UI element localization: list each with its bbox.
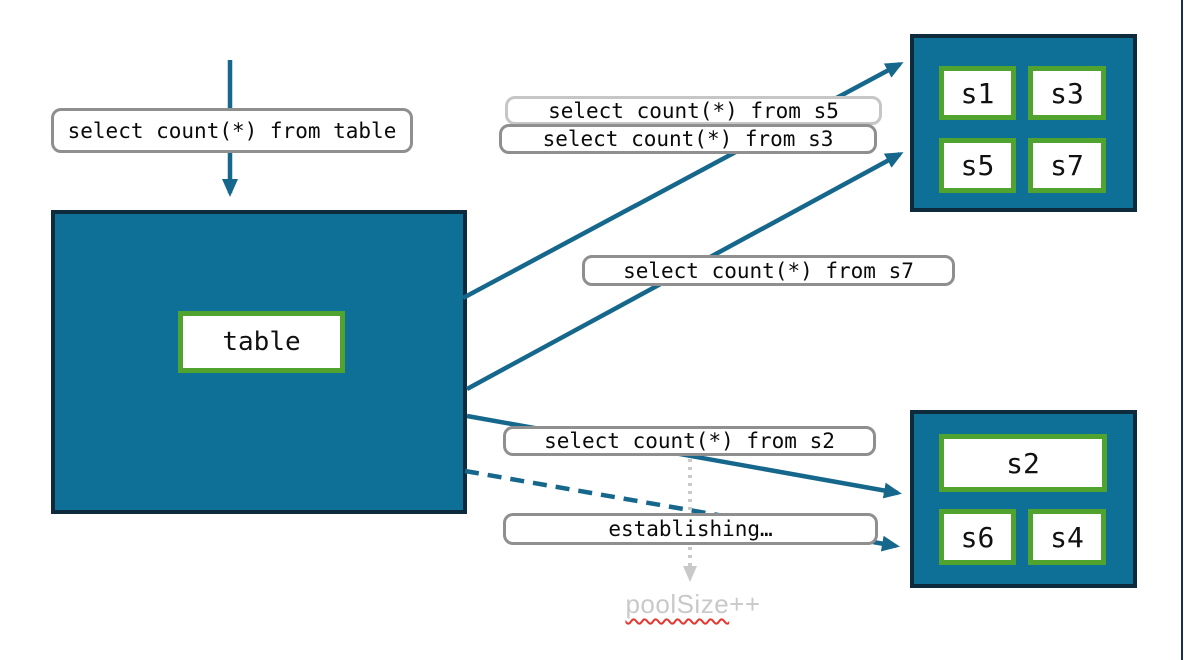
query-label-text: select count(*) from s7: [623, 258, 914, 283]
arrow-dashed-establishing: [464, 468, 900, 552]
shard-label: s7: [1050, 149, 1084, 182]
query-label-s2: select count(*) from s2: [503, 426, 876, 456]
table-node-label: table: [222, 327, 301, 357]
query-label-table: select count(*) from table: [51, 108, 413, 153]
shard-label: s2: [1006, 446, 1040, 480]
shard-label: s6: [960, 520, 995, 554]
shard-label: s5: [960, 149, 995, 182]
poolsize-suffix: ++: [729, 589, 761, 619]
poolsize-word: poolSize: [625, 589, 730, 619]
query-label-s7: select count(*) from s7: [582, 255, 955, 286]
poolsize-note: poolSize++: [593, 589, 793, 620]
slide-edge-line: [1181, 0, 1183, 660]
query-label-text: select count(*) from s3: [542, 127, 834, 151]
shard-node-s7: s7: [1028, 138, 1106, 193]
query-label-text: select count(*) from s5: [548, 98, 839, 123]
table-node: table: [178, 311, 345, 373]
shard-label: s1: [960, 76, 995, 110]
shard-node-s4: s4: [1028, 509, 1106, 565]
shard-label: s3: [1050, 76, 1084, 110]
status-label-establishing: establishing…: [503, 513, 878, 545]
shard-node-s5: s5: [939, 138, 1016, 193]
query-label-s5: select count(*) from s5: [505, 96, 882, 125]
shard-node-s3: s3: [1028, 66, 1106, 120]
shard-node-s2: s2: [939, 434, 1107, 492]
status-label-text: establishing…: [608, 517, 773, 541]
query-label-s3: select count(*) from s3: [499, 124, 877, 154]
shard-label: s4: [1050, 520, 1084, 554]
query-label-text: select count(*) from table: [67, 118, 397, 143]
shard-node-s6: s6: [939, 509, 1016, 565]
shard-node-s1: s1: [939, 66, 1016, 120]
query-label-text: select count(*) from s2: [544, 429, 835, 453]
